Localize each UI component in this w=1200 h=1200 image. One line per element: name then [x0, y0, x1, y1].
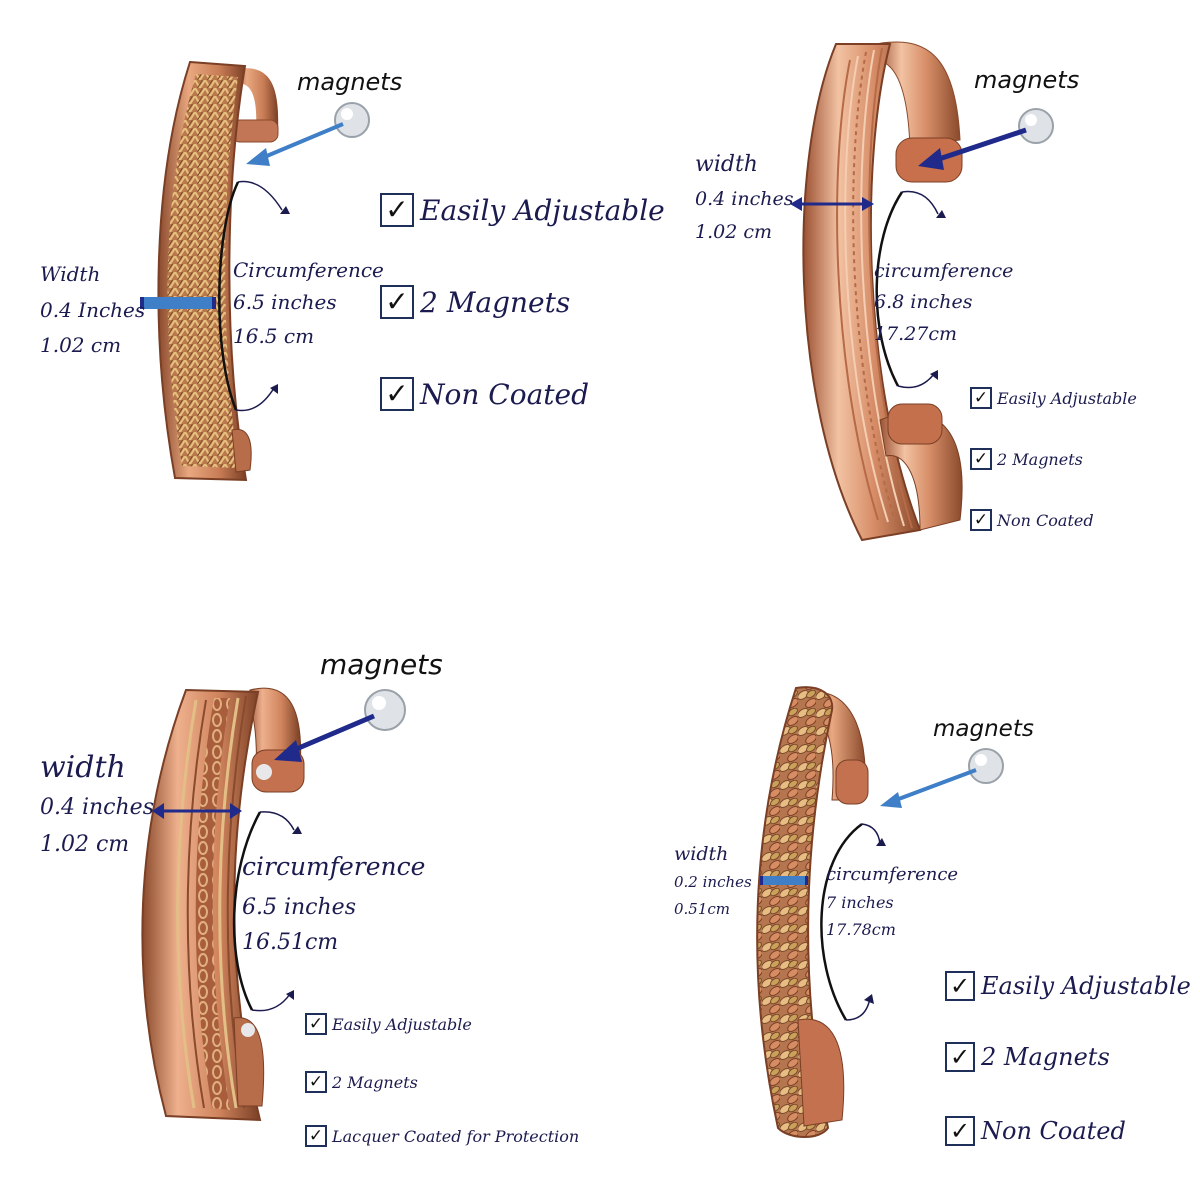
circumference-inches: 6.5 inches	[233, 290, 337, 314]
width-inches: 0.4 inches	[40, 795, 154, 820]
feature-label: Non Coated	[420, 377, 590, 411]
checkbox-checked-icon	[305, 1125, 327, 1147]
arrow-icon	[880, 768, 977, 808]
feature-easily-adjustable: Easily Adjustable	[305, 1013, 472, 1035]
width-cm: 1.02 cm	[40, 333, 122, 357]
width-label: width	[674, 843, 729, 865]
magnets-label: magnets	[974, 66, 1080, 94]
width-cm: 0.51cm	[674, 900, 731, 918]
checkbox-checked-icon	[380, 193, 414, 227]
feature-label: 2 Magnets	[997, 449, 1083, 469]
checkbox-checked-icon	[380, 285, 414, 319]
circumference-inches: 6.5 inches	[242, 895, 356, 920]
bracelet-body	[141, 687, 305, 1122]
feature-label: Non Coated	[981, 1117, 1126, 1145]
circumference-label: circumference	[826, 864, 959, 885]
feature-non-coated: Non Coated	[380, 377, 589, 411]
circumference-cm: 17.78cm	[826, 920, 896, 939]
checkbox-checked-icon	[970, 509, 992, 531]
magnet-icon	[334, 102, 370, 138]
feature-easily-adjustable: Easily Adjustable	[970, 387, 1137, 409]
feature-2-magnets: 2 Magnets	[380, 285, 570, 319]
checkbox-checked-icon	[945, 1116, 975, 1146]
width-arrow-icon	[152, 803, 242, 819]
magnet-icon	[1018, 108, 1054, 144]
magnets-label: magnets	[320, 648, 443, 681]
width-label: width	[695, 152, 758, 177]
feature-2-magnets: 2 Magnets	[945, 1042, 1110, 1072]
feature-label: Easily Adjustable	[332, 1014, 472, 1034]
feature-2-magnets: 2 Magnets	[305, 1071, 418, 1093]
width-inches: 0.2 inches	[674, 873, 752, 891]
checkbox-checked-icon	[305, 1071, 327, 1093]
magnet-icon	[364, 689, 406, 731]
width-arrow-icon	[760, 876, 808, 885]
feature-non-coated: Non Coated	[945, 1116, 1126, 1146]
feature-label: Easily Adjustable	[997, 388, 1137, 408]
circumference-label: Circumference	[233, 258, 384, 282]
circumference-inches: 7 inches	[826, 893, 894, 912]
circumference-cm: 16.51cm	[242, 930, 339, 955]
feature-label: Easily Adjustable	[981, 972, 1191, 1000]
product-panel-2: magnets width 0.4 inches 1.02 cm circumf…	[600, 0, 1200, 600]
checkbox-checked-icon	[945, 971, 975, 1001]
circumference-arc-icon	[232, 811, 302, 1012]
width-arrow-icon	[790, 197, 874, 211]
width-cm: 1.02 cm	[40, 832, 130, 857]
feature-label: 2 Magnets	[981, 1043, 1110, 1071]
checkbox-checked-icon	[380, 377, 414, 411]
bracelet-illustration-2	[790, 41, 1054, 542]
feature-easily-adjustable: Easily Adjustable	[380, 193, 665, 227]
circumference-cm: 16.5 cm	[233, 324, 315, 348]
product-panel-3: magnets width 0.4 inches 1.02 cm circumf…	[0, 600, 600, 1200]
magnets-label: magnets	[933, 716, 1034, 742]
magnets-label: magnets	[297, 68, 403, 96]
circumference-inches: 6.8 inches	[874, 291, 973, 313]
arrow-icon	[274, 713, 375, 762]
bracelet-illustration-4	[756, 686, 1004, 1138]
feature-label: Lacquer Coated for Protection	[332, 1126, 580, 1146]
feature-easily-adjustable: Easily Adjustable	[945, 971, 1191, 1001]
circumference-arc-icon	[820, 822, 886, 1021]
product-panel-1: magnets Width 0.4 Inches 1.02 cm Circumf…	[0, 0, 665, 600]
feature-label: Easily Adjustable	[420, 193, 665, 227]
width-inches: 0.4 Inches	[40, 298, 146, 322]
circumference-arc-icon	[875, 190, 946, 389]
product-panel-4: magnets width 0.2 inches 0.51cm circumfe…	[600, 600, 1200, 1200]
feature-label: Non Coated	[997, 510, 1094, 530]
width-label: Width	[40, 262, 101, 286]
circumference-cm: 17.27cm	[874, 323, 958, 345]
arrow-icon	[918, 127, 1027, 170]
bracelet-body	[157, 60, 279, 482]
width-label: width	[40, 750, 126, 785]
bracelet-illustration-3	[141, 687, 406, 1122]
circumference-label: circumference	[874, 260, 1014, 282]
magnet-icon	[968, 748, 1004, 784]
width-arrow-icon	[140, 297, 216, 309]
feature-non-coated: Non Coated	[970, 509, 1094, 531]
feature-label: 2 Magnets	[332, 1072, 418, 1092]
circumference-label: circumference	[242, 852, 426, 881]
feature-2-magnets: 2 Magnets	[970, 448, 1083, 470]
checkbox-checked-icon	[970, 448, 992, 470]
checkbox-checked-icon	[970, 387, 992, 409]
arrow-icon	[246, 122, 344, 166]
checkbox-checked-icon	[945, 1042, 975, 1072]
width-inches: 0.4 inches	[695, 188, 794, 210]
width-cm: 1.02 cm	[695, 221, 773, 243]
checkbox-checked-icon	[305, 1013, 327, 1035]
feature-lacquer-coated: Lacquer Coated for Protection	[305, 1125, 579, 1147]
bracelet-illustration-1	[140, 60, 370, 482]
bracelet-body	[756, 686, 869, 1138]
circumference-arc-icon	[218, 180, 290, 412]
feature-label: 2 Magnets	[420, 285, 571, 319]
